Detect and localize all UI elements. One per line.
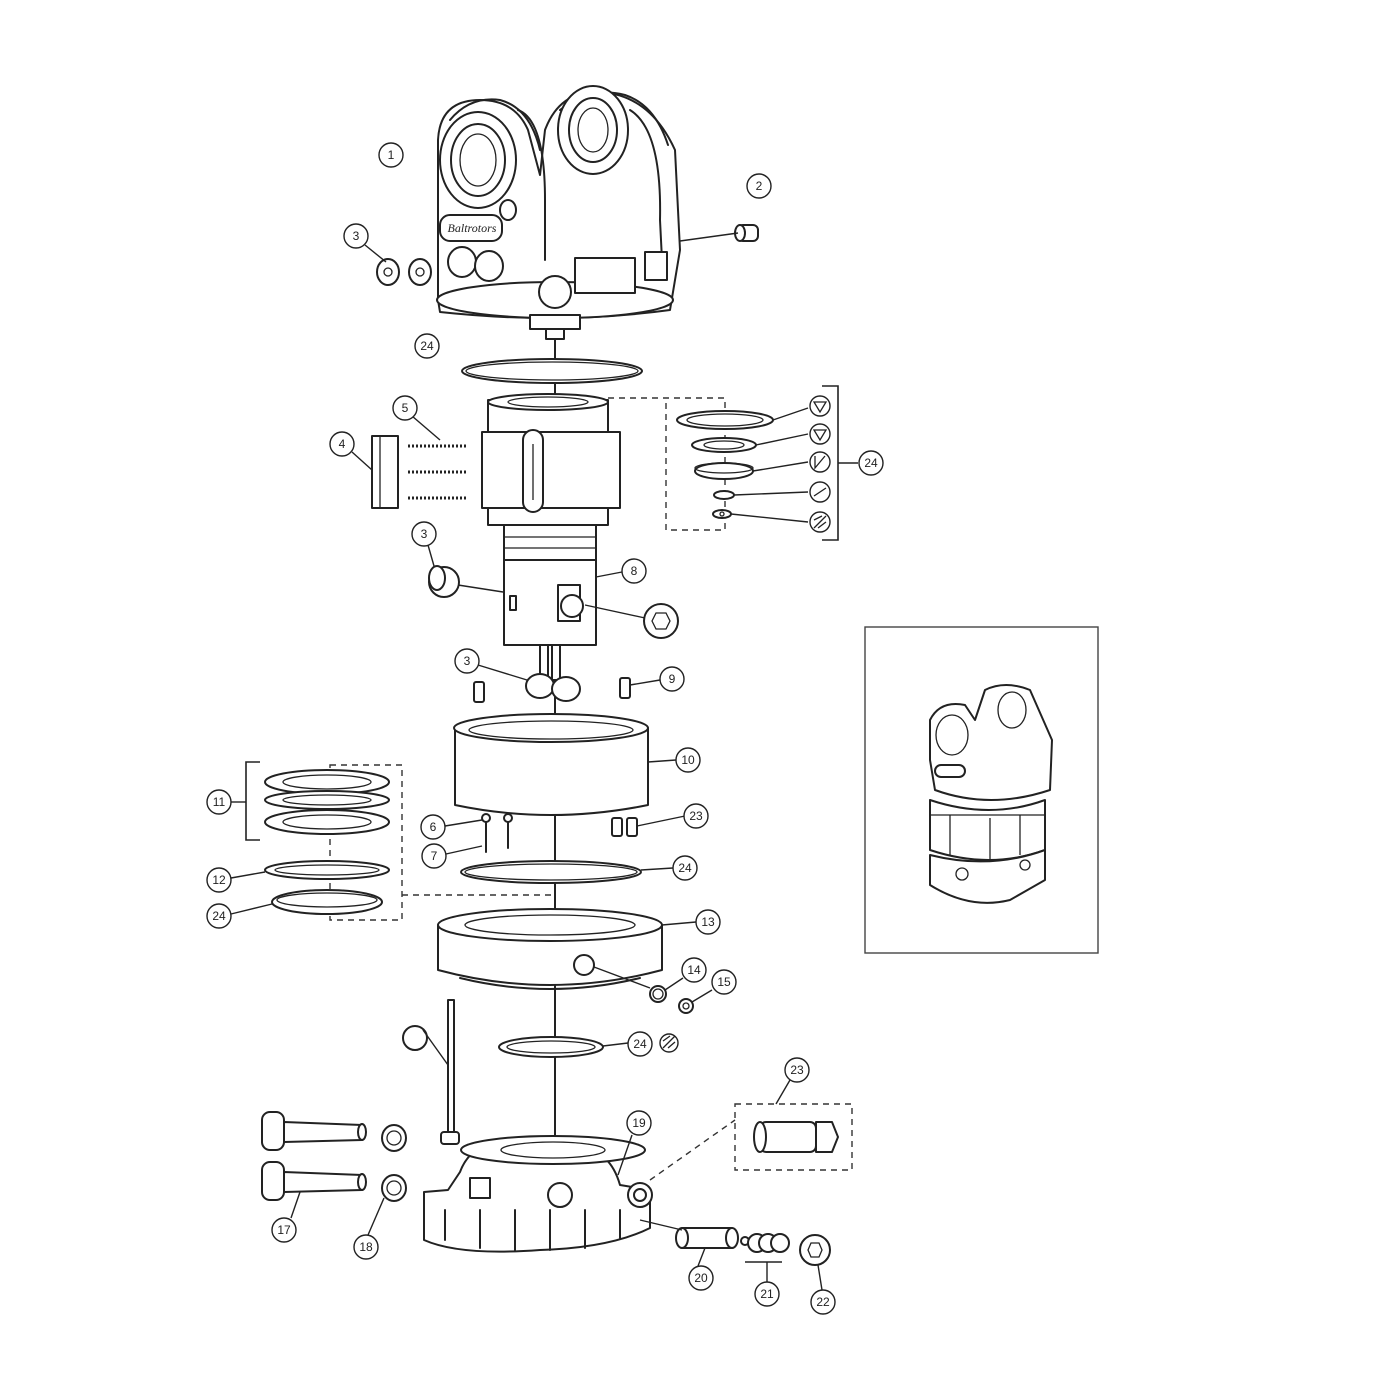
part-3-plugs-upper: [364, 244, 504, 286]
callout-1: 1: [378, 142, 404, 168]
callout-11-label: 11: [213, 795, 226, 809]
callout-22: 22: [810, 1289, 836, 1315]
callout-19-label: 19: [632, 1116, 646, 1130]
callout-23-cartridge-label: 23: [790, 1063, 804, 1077]
callout-7-label: 7: [431, 849, 438, 863]
callout-23-cartridge: 23: [784, 1057, 810, 1083]
logo-badge: Baltrotors: [448, 221, 497, 235]
part-21-springs: [740, 1233, 790, 1282]
part-1-top-link: Baltrotors: [436, 85, 681, 340]
callout-24-flat-ring: 24: [206, 903, 232, 929]
callout-21-label: 21: [760, 1287, 774, 1301]
callout-24-top-label: 24: [420, 339, 434, 353]
callout-3-middle-label: 3: [421, 527, 428, 541]
callout-11: 11: [206, 789, 232, 815]
part-19-base: [423, 1119, 736, 1253]
callout-2: 2: [746, 173, 772, 199]
callout-15: 15: [711, 969, 737, 995]
part-24-seal-kit: [608, 385, 858, 541]
callout-2-label: 2: [756, 179, 763, 193]
part-4-cage: [351, 435, 399, 509]
callout-24-oring-middle: 24: [672, 855, 698, 881]
callout-21: 21: [754, 1281, 780, 1307]
callout-9-label: 9: [669, 672, 676, 686]
part-23-cartridge: [734, 1079, 853, 1171]
callout-3-lower: 3: [454, 648, 480, 674]
callout-17: 17: [271, 1217, 297, 1243]
callout-23-keys: 23: [683, 803, 709, 829]
inset-assembled-view: [864, 626, 1099, 954]
part-long-pin: [402, 999, 460, 1145]
part-20-valve: [639, 1219, 739, 1267]
part-5-rollers: [408, 415, 468, 500]
part-3-plugs-lower: [473, 664, 661, 703]
callout-6: 6: [420, 814, 446, 840]
callout-8-label: 8: [631, 564, 638, 578]
callout-14-label: 14: [687, 963, 701, 977]
part-22-plug: [799, 1234, 831, 1291]
part-rotor-shaft: [481, 393, 621, 681]
callout-3-lower-label: 3: [464, 654, 471, 668]
callout-4-label: 4: [339, 437, 346, 451]
part-24-flat-ring: [230, 889, 383, 915]
callout-3-middle: 3: [411, 521, 437, 547]
part-24-seal-lower: [498, 1033, 679, 1058]
callout-13: 13: [695, 909, 721, 935]
callout-20-label: 20: [694, 1271, 708, 1285]
part-6-7-pins: [444, 813, 513, 855]
callout-10-label: 10: [681, 753, 695, 767]
callout-22-label: 22: [816, 1295, 830, 1309]
part-18-washers: [367, 1124, 407, 1236]
callout-13-label: 13: [701, 915, 715, 929]
part-10-housing-ring: [453, 713, 677, 816]
part-hex-plug: [584, 571, 679, 639]
callout-24-middle-label: 24: [678, 861, 692, 875]
callout-20: 20: [688, 1265, 714, 1291]
callout-5-label: 5: [402, 401, 409, 415]
callout-6-label: 6: [430, 820, 437, 834]
callout-3-upper: 3: [343, 223, 369, 249]
callout-23-keys-label: 23: [689, 809, 703, 823]
part-24-oring-top: [461, 358, 643, 384]
callout-24-top-oring: 24: [414, 333, 440, 359]
callout-5: 5: [392, 395, 418, 421]
callout-3-upper-label: 3: [353, 229, 360, 243]
callout-18: 18: [353, 1234, 379, 1260]
callout-24-flat-ring-label: 24: [212, 909, 226, 923]
callout-4: 4: [329, 431, 355, 457]
part-14-15-seals: [649, 977, 713, 1014]
callout-7: 7: [421, 843, 447, 869]
callout-9: 9: [659, 666, 685, 692]
part-17-bolts: [261, 1111, 367, 1219]
callout-18-label: 18: [359, 1240, 373, 1254]
callout-24-seal-lower: 24: [627, 1031, 653, 1057]
callout-19: 19: [626, 1110, 652, 1136]
callout-24-lower-label: 24: [633, 1037, 647, 1051]
part-11-thrust-bearing: [231, 761, 555, 921]
callout-12: 12: [206, 867, 232, 893]
callout-1-label: 1: [388, 148, 395, 162]
part-24-oring-middle: [460, 860, 674, 884]
callout-24-seal-kit: 24: [858, 450, 884, 476]
callout-12-label: 12: [212, 873, 226, 887]
callout-15-label: 15: [717, 975, 731, 989]
part-3-plug-middle: [427, 544, 504, 598]
part-23-keys: [611, 815, 686, 837]
callout-8: 8: [621, 558, 647, 584]
part-13-stator: [437, 908, 697, 990]
part-2-plug: [679, 224, 759, 242]
callout-10: 10: [675, 747, 701, 773]
callout-14: 14: [681, 957, 707, 983]
callout-24-seal-kit-label: 24: [864, 456, 878, 470]
callout-17-label: 17: [277, 1223, 291, 1237]
part-12-ring: [230, 860, 390, 880]
